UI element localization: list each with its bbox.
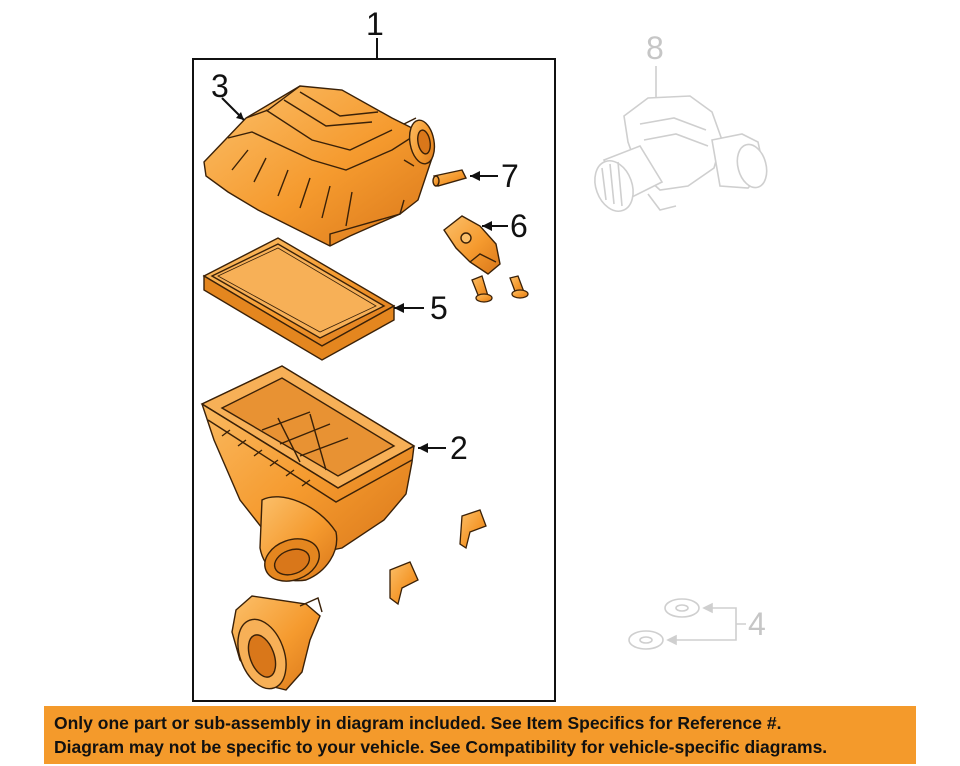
grommet-arrowhead	[470, 171, 480, 181]
clip-part	[389, 509, 487, 606]
lower-housing-part	[200, 365, 416, 582]
grommet-part	[432, 169, 468, 187]
disclaimer-line-2: Diagram may not be specific to your vehi…	[54, 737, 828, 757]
callout-8: 8	[646, 30, 664, 66]
assembly-frame	[192, 58, 556, 702]
bracket-arrowhead	[482, 221, 492, 231]
callout-2: 2	[450, 430, 468, 466]
filter-arrowhead	[394, 303, 404, 313]
callout-7: 7	[501, 158, 519, 194]
hose-clamp-ghost	[628, 598, 746, 650]
cover-arrowhead	[236, 112, 244, 120]
disclaimer-line-1: Only one part or sub-assembly in diagram…	[54, 713, 782, 733]
bolt-part	[471, 275, 529, 303]
filter-element-part	[202, 237, 396, 361]
callout-6: 6	[510, 208, 528, 244]
housing-arrowhead	[418, 443, 428, 453]
upper-cover-part	[203, 85, 436, 247]
callout-3: 3	[211, 68, 229, 104]
resonator-part	[231, 595, 323, 691]
disclaimer-banner: Only one part or sub-assembly in diagram…	[44, 706, 916, 764]
intake-duct-ghost	[594, 66, 768, 212]
callout-1: 1	[366, 6, 384, 42]
bracket-part	[443, 215, 501, 275]
callout-5: 5	[430, 290, 448, 326]
callout-4: 4	[748, 606, 766, 642]
